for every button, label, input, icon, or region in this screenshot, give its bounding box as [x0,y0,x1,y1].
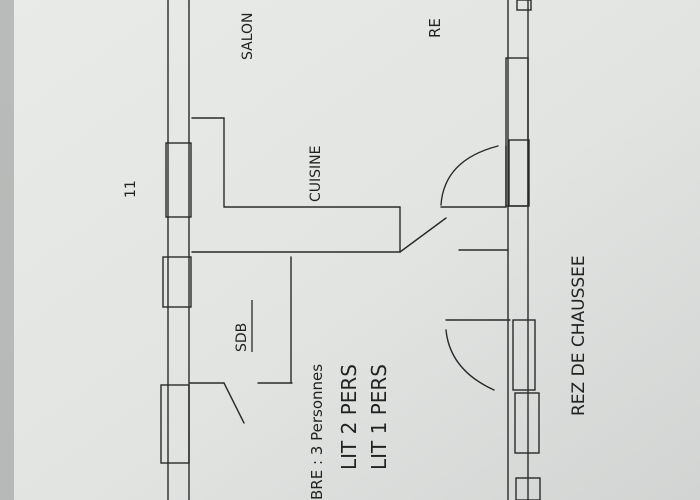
wall-lines [160,0,541,500]
label-floor: REZ DE CHAUSSEE [569,255,589,416]
label-capacity: BRE : 3 Personnes [308,364,326,500]
corner-mark: 11 [123,180,139,198]
label-salon: SALON [240,12,256,60]
label-cuisine: CUISINE [308,146,324,203]
label-ret: RE [426,18,444,38]
label-sdb: SDB [234,323,250,352]
paper-shadow-edge [0,0,14,500]
label-bed-single: LIT 1 PERS [367,364,391,470]
label-bed-double: LIT 2 PERS [337,364,361,470]
